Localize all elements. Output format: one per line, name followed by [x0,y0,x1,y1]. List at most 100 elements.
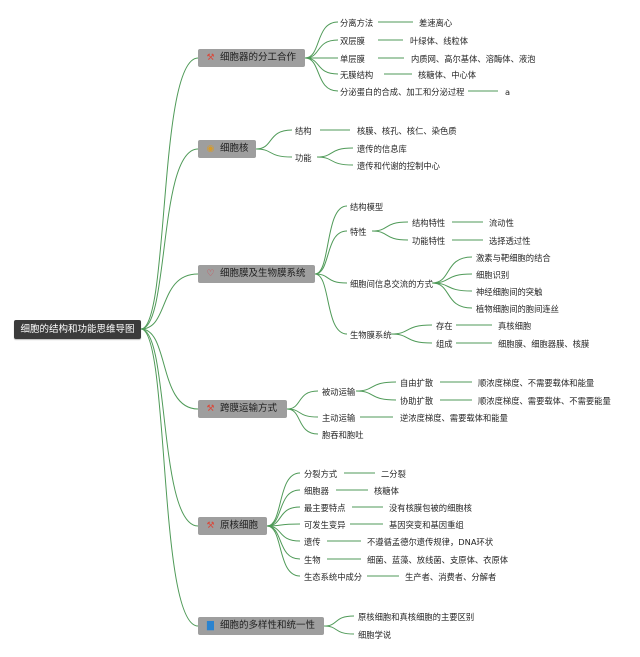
nucleus-icon: ◉ [206,144,215,154]
topic-label: 细胞核 [220,143,249,154]
leaf-value[interactable]: 叶绿体、线粒体 [410,36,469,46]
leaf-label[interactable]: 细胞间信息交流的方式 [350,279,433,289]
leaf-value[interactable]: 真核细胞 [498,321,532,331]
leaf-label[interactable]: 主动运输 [322,413,356,423]
leaf-value[interactable]: 差速离心 [419,18,453,28]
leaf-value[interactable]: 生产者、消费者、分解者 [405,572,497,582]
leaf-value[interactable]: 神经细胞间的突触 [476,287,543,297]
branch-connector [140,328,199,527]
branch-connector [304,57,339,75]
branch-connector [323,615,355,627]
topic-label: 细胞膜及生物膜系统 [220,268,306,279]
leaf-value[interactable]: 遗传的信息库 [357,144,407,154]
leaf-label[interactable]: 遗传 [304,537,321,547]
leaf-value[interactable]: 顺浓度梯度、不需要载体和能量 [478,378,595,388]
leaf-label[interactable]: 结构特性 [412,218,446,228]
leaf-label[interactable]: 分离方法 [340,18,374,28]
topic-diversity[interactable]: ▇ 细胞的多样性和统一性 [198,617,324,635]
topic-organelles[interactable]: ⚒细胞器的分工合作 [198,49,305,67]
branch-connector [390,324,433,335]
branch-connector [314,273,348,335]
leaf-label[interactable]: 胞吞和胞吐 [322,430,364,440]
topic-label: 细胞的多样性和统一性 [220,620,316,631]
leaf-value[interactable]: 没有核膜包被的细胞核 [389,503,472,513]
branch-connector [304,39,339,59]
branch-connector [314,273,348,284]
leaf-label[interactable]: 组成 [436,339,453,349]
branch-connector [314,205,348,275]
leaf-value[interactable]: 顺浓度梯度、需要载体、不需要能量 [478,396,611,406]
book-icon: ▇ [207,621,214,631]
leaf-value[interactable]: 核膜、核孔、核仁、染色质 [357,126,457,136]
topic-label: 原核细胞 [220,520,259,531]
tools-icon: ⚒ [206,404,215,414]
leaf-label[interactable]: 分裂方式 [304,469,338,479]
branch-connector [304,57,339,92]
leaf-value[interactable]: 植物细胞间的胞间连丝 [476,304,559,314]
branch-connector [266,506,301,527]
leaf-value[interactable]: 遗传和代谢的控制中心 [357,161,440,171]
branch-connector [371,230,409,241]
topic-label: 细胞器的分工合作 [220,52,297,63]
leaf-value[interactable]: 细胞识别 [476,270,510,280]
leaf-label[interactable]: 双层膜 [340,36,365,46]
topic-prokaryote[interactable]: ⚒原核细胞 [198,517,267,535]
leaf-label[interactable]: 单层膜 [340,54,365,64]
branch-connector [266,525,301,577]
branch-connector [140,273,199,330]
leaf-label[interactable]: 功能特性 [412,236,446,246]
branch-connector [431,282,473,309]
branch-connector [255,148,293,158]
branch-connector [355,381,397,392]
leaf-label[interactable]: 最主要特点 [304,503,346,513]
leaf-label[interactable]: 被动运输 [322,387,356,397]
leaf-value[interactable]: 内质网、高尔基体、溶酶体、液泡 [411,54,536,64]
topic-membrane[interactable]: ♡细胞膜及生物膜系统 [198,265,315,283]
leaf-value[interactable]: 二分裂 [381,469,406,479]
leaf-label[interactable]: 功能 [295,153,312,163]
branch-connector [431,256,473,284]
leaf-label[interactable]: 生态系统中成分 [304,572,363,582]
branch-connector [140,148,199,330]
branch-connector [266,472,301,527]
branch-connector [286,390,319,410]
leaf-value[interactable]: 细菌、蓝藻、放线菌、支原体、衣原体 [367,555,509,565]
branch-connector [266,489,301,527]
leaf-label[interactable]: 原核细胞和真核细胞的主要区别 [358,612,475,622]
leaf-label[interactable]: 无膜结构 [340,70,374,80]
leaf-value[interactable]: 不遵循孟德尔遗传规律，DNA环状 [367,537,494,547]
leaf-value[interactable]: 激素与靶细胞的结合 [476,253,551,263]
branch-connector [390,333,433,344]
leaf-label[interactable]: 存在 [436,321,453,331]
leaf-value[interactable]: 流动性 [489,218,514,228]
topic-nucleus[interactable]: ◉ 细胞核 [198,140,256,158]
leaf-label[interactable]: 结构模型 [350,202,384,212]
leaf-label[interactable]: 可发生变异 [304,520,346,530]
topic-transport[interactable]: ⚒跨膜运输方式 [198,400,287,418]
leaf-label[interactable]: 结构 [295,126,312,136]
leaf-value[interactable]: a [505,87,511,97]
branch-connector [140,57,199,330]
leaf-value[interactable]: 选择透过性 [489,236,531,246]
leaf-label[interactable]: 生物膜系统 [350,330,392,340]
leaf-value[interactable]: 逆浓度梯度、需要载体和能量 [400,413,508,423]
branch-connector [371,221,409,232]
leaf-value[interactable]: 核糖体、中心体 [418,70,477,80]
leaf-label[interactable]: 细胞器 [304,486,329,496]
branch-connector [140,328,199,627]
branch-connector [314,230,348,275]
root-topic[interactable]: 细胞的结构和功能思维导图 [14,320,141,339]
leaf-label[interactable]: 自由扩散 [400,378,434,388]
leaf-value[interactable]: 细胞膜、细胞器膜、核膜 [498,339,590,349]
leaf-value[interactable]: 核糖体 [374,486,399,496]
leaf-label[interactable]: 特性 [350,227,367,237]
branch-connector [304,21,339,59]
leaf-label[interactable]: 分泌蛋白的合成、加工和分泌过程 [340,87,465,97]
leaf-label[interactable]: 协助扩散 [400,396,434,406]
leaf-label[interactable]: 细胞学说 [358,630,392,640]
leaf-label[interactable]: 生物 [304,555,321,565]
branch-connector [323,625,355,635]
leaf-value[interactable]: 基因突变和基因重组 [389,520,464,530]
